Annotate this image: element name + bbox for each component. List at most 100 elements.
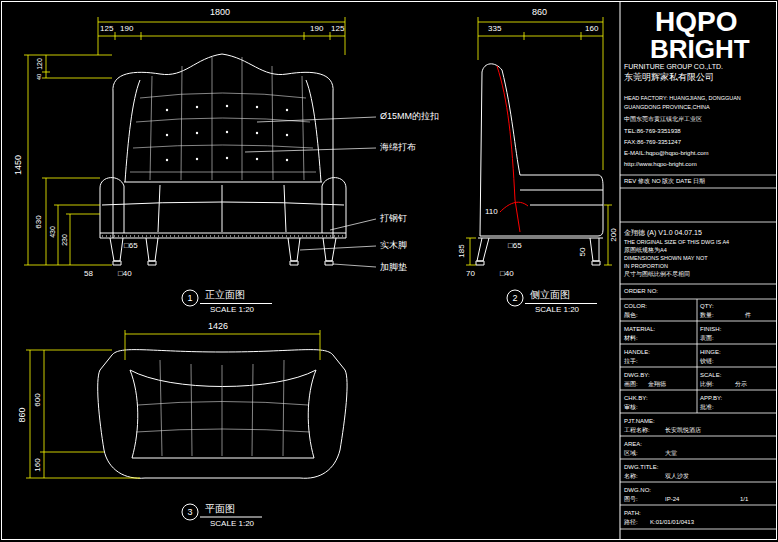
callout-text: 加脚垫 [380,263,407,272]
title-block-field: DWG.BY: [624,372,650,378]
title-block-field: PJT.NAME: [624,418,655,424]
button [196,158,198,160]
dimension-text: 185 [458,244,466,257]
sofa-front-outline [125,80,321,182]
button [166,105,288,161]
button [166,159,168,161]
section-line [500,202,528,212]
sofa-side-outline [477,238,599,261]
leader-line [245,117,376,267]
title-block-value: 分示 [735,381,747,387]
title-block-value: 双人沙发 [665,473,689,479]
view-title: 正立面图 [205,290,245,300]
dimension-text: 125 [100,25,113,33]
company-name: 东莞明辉家私有限公司 [624,73,714,82]
dimension-text: 120 [36,58,43,70]
scale-note: SCALE 1:20 [210,306,254,314]
view-title-mark [200,303,272,304]
dimension-text: 190 [310,25,323,33]
dimension-text: 58 [84,270,93,278]
tufting-line [130,57,316,180]
dimension-text: 190 [120,25,133,33]
title-block-field: 画图: [624,381,638,387]
title-block-field: 数量: [700,312,714,318]
scale-note: SCALE 1:20 [210,520,254,528]
dimension-text: 110 [485,208,498,216]
sofa-plan-outline [98,350,347,479]
dimension-line [26,330,320,478]
button [226,105,228,107]
dimension-text: 630 [35,215,43,228]
leader-line [330,219,376,230]
title-block-field: DWG.NO: [624,487,651,493]
title-block-rule [620,175,776,529]
view-title-mark [200,517,262,518]
title-block-field: APP.BY: [700,395,722,401]
title-block-field: 拉手: [624,358,638,364]
dimension-line [24,55,112,265]
dimension-line [478,17,603,170]
dimension-text: 40 [36,74,42,81]
dimension-line [42,178,100,265]
tufting-line [150,57,304,180]
view-title: 侧立面图 [530,290,570,300]
dimension-line [466,238,476,265]
dimension-line [54,205,100,265]
sofa-front-outline [100,54,346,265]
button [256,132,258,134]
view-title-mark [182,290,597,520]
dimension-line [26,350,140,478]
company-address: 中国东莞市黄江镇北岸工业区 [624,116,702,122]
dimension-text: 125 [331,25,344,33]
dimension-text: □40 [118,270,132,278]
dimension-text: 1426 [208,322,228,331]
title-block-rule [620,175,776,529]
nailhead-row [102,235,344,236]
title-block-field: QTY: [700,303,714,309]
sofa-front-outline [113,54,333,238]
button [286,159,288,161]
button [286,109,288,111]
section-line [497,66,528,232]
dimension-line [24,12,348,265]
button [196,132,198,134]
dimension-text: 200 [610,228,618,241]
view-number: 1 [187,294,192,303]
view-title: 平面图 [205,504,235,514]
title-block-field: 批准: [700,404,714,410]
title-block-value: IP-24 [665,496,679,502]
dimension-line [98,17,345,55]
title-block-field: HANDLE: [624,349,650,355]
company-contact: FAX:86-769-3351247 [624,139,681,145]
title-block-value: K:01/01/01/0413 [650,519,694,525]
dimension-text: 50 [579,248,587,257]
sofa-front-outline [158,185,286,232]
title-block-value: 1/1 [740,496,748,502]
title-block-field: SCALE: [700,372,721,378]
dimension-text: 70 [466,270,475,278]
sofa-side-outline [476,261,600,265]
sofa-plan-outline [130,370,316,458]
title-block-field: FINISH: [700,326,721,332]
view-title-mark [525,303,597,304]
sofa-plan-outline [98,350,347,479]
view-title-mark [507,290,523,306]
view-number: 2 [512,294,517,303]
title-block-value: 长安凯悦酒店 [665,427,701,433]
callout-text: Ø15MM的拉扣 [380,112,439,121]
title-block-field: ORDER NO: [624,288,658,294]
view-number: 3 [187,508,192,517]
title-block-field: 路径: [624,519,638,525]
leader-line [257,117,376,122]
sofa-front-outline [100,178,346,238]
sheet-note: THE ORIGINAL SIZE OF THIS DWG IS A4 [624,240,729,246]
tufting-line [160,360,284,456]
company-logo: BRIGHT [650,36,750,62]
sofa-front-outline [113,261,333,265]
button [256,106,258,108]
dimension-line [478,32,603,40]
dimension-line [466,17,612,265]
title-block-field: 工程名称: [624,427,650,433]
